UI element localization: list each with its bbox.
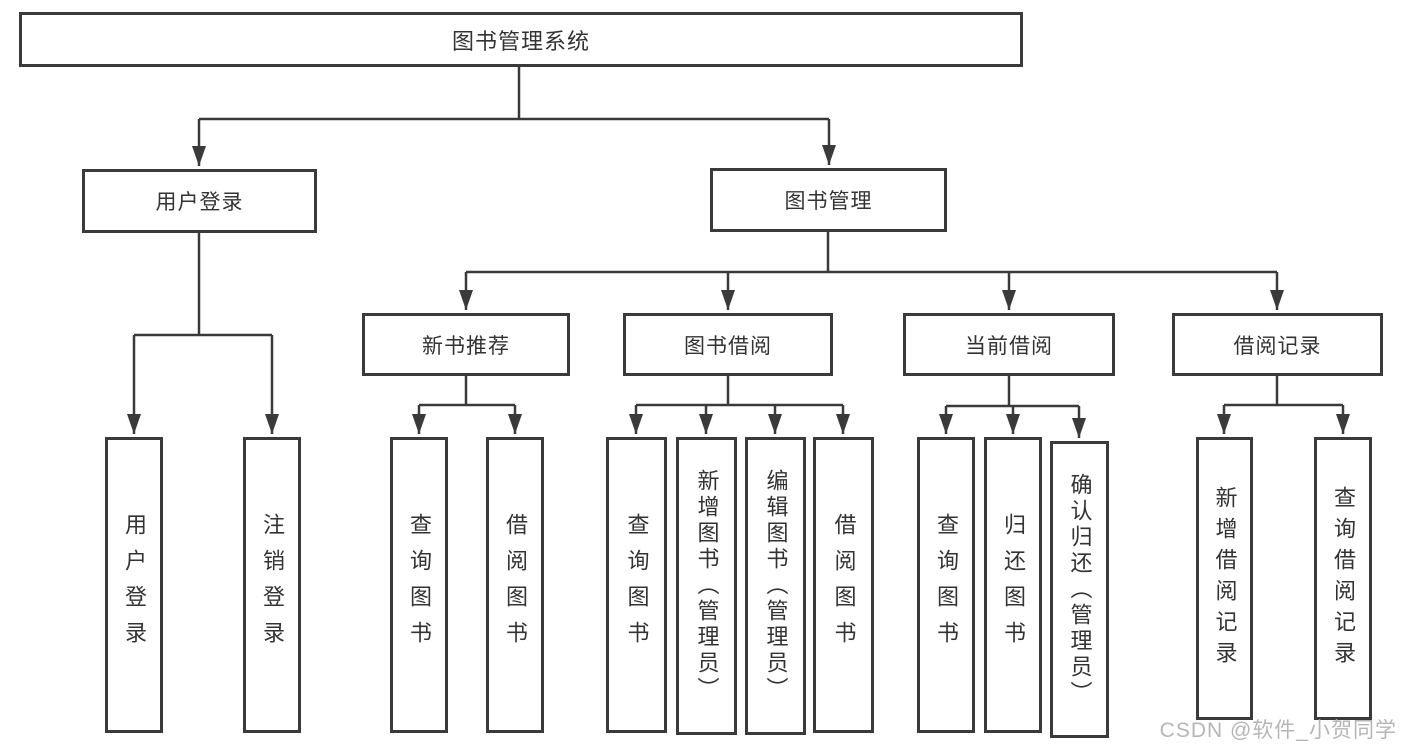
leaf-logout: 注销登录	[243, 437, 301, 733]
leaf-query-borrow-record: 查询借阅记录	[1314, 437, 1372, 720]
node-root: 图书管理系统	[19, 12, 1023, 67]
leaf-query-books-borrowing: 查询图书	[606, 437, 667, 733]
leaf-add-books-admin: 新增图书（管理员）	[676, 437, 737, 735]
node-new-book-recommendation-label: 新书推荐	[422, 334, 510, 358]
node-book-management: 图书管理	[710, 168, 947, 232]
leaf-return-books: 归还图书	[984, 437, 1042, 733]
node-current-borrowing: 当前借阅	[903, 313, 1115, 376]
node-book-borrowing: 图书借阅	[623, 313, 833, 376]
node-current-borrowing-label: 当前借阅	[965, 334, 1053, 358]
node-user-login: 用户登录	[82, 169, 317, 233]
node-book-management-label: 图书管理	[784, 190, 873, 213]
node-new-book-recommendation: 新书推荐	[362, 313, 570, 376]
watermark: CSDN @软件_小贺同学	[1159, 719, 1397, 742]
node-root-label: 图书管理系统	[451, 28, 590, 54]
node-borrowing-records-label: 借阅记录	[1233, 334, 1322, 358]
leaf-query-books-current: 查询图书	[917, 437, 975, 733]
leaf-add-borrow-record: 新增借阅记录	[1196, 437, 1253, 720]
leaf-borrow-books-borrowing: 借阅图书	[813, 437, 874, 733]
node-user-login-label: 用户登录	[155, 191, 244, 214]
leaf-edit-books-admin: 编辑图书（管理员）	[745, 437, 806, 735]
leaf-confirm-return-admin: 确认归还（管理员）	[1050, 441, 1109, 738]
node-borrowing-records: 借阅记录	[1172, 313, 1383, 376]
leaf-user-login: 用户登录	[105, 437, 163, 733]
node-book-borrowing-label: 图书借阅	[684, 334, 772, 358]
leaf-query-books-recommend: 查询图书	[390, 437, 448, 733]
leaf-borrow-books-recommend: 借阅图书	[486, 437, 544, 733]
